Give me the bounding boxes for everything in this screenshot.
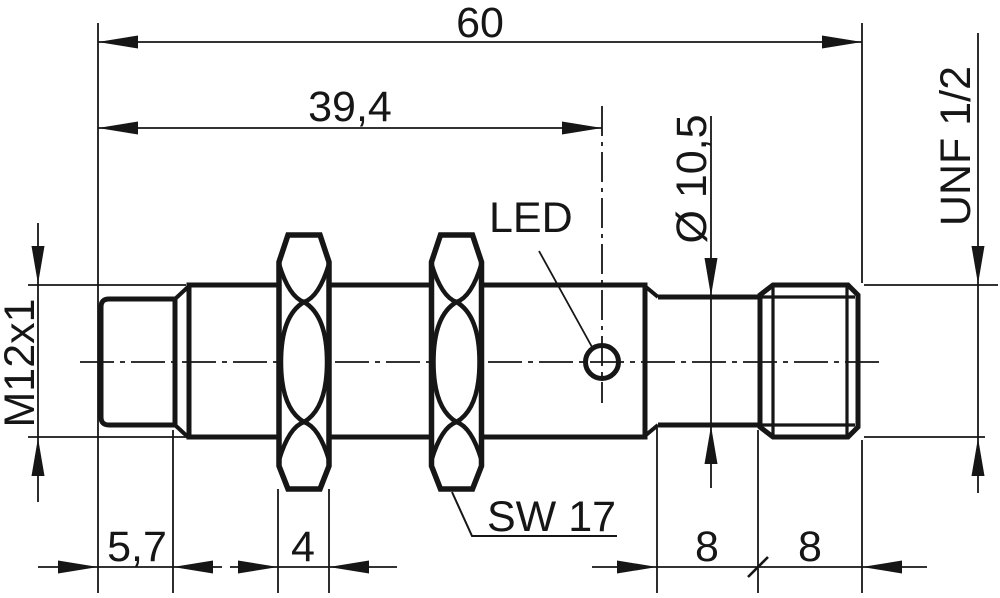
led-leader-line <box>538 250 593 348</box>
extension-lines <box>28 23 998 593</box>
dim-front-thread-length-value: 5,7 <box>107 523 167 571</box>
dim-neck-diameter-value: Ø 10,5 <box>668 114 716 243</box>
dim-rear-thread-value: UNF 1/2 <box>932 66 980 226</box>
dim-neck-length-value: 8 <box>695 523 719 571</box>
hex-nut-1 <box>276 232 332 492</box>
neck-chamfer-bottom <box>644 423 660 437</box>
dimension-arrowheads <box>31 35 985 574</box>
wrench-size-leader <box>451 491 617 537</box>
neck-section <box>658 294 855 428</box>
wrench-size-label: SW 17 <box>487 493 616 541</box>
dim-front-thread-value: M12x1 <box>0 298 44 427</box>
sensor-outline <box>98 282 861 440</box>
led-indicator-circle <box>583 343 621 381</box>
led-indicator <box>538 106 621 403</box>
led-label: LED <box>489 194 573 242</box>
dim-nut-thickness-value: 4 <box>291 523 315 571</box>
dim-overall-length-value: 60 <box>456 0 504 47</box>
rear-thread-section <box>757 282 861 440</box>
dim-length-to-led-value: 39,4 <box>308 83 392 131</box>
barrel-section <box>186 282 648 440</box>
dimension-tick-slash <box>747 556 769 578</box>
neck-chamfer-top <box>644 285 660 299</box>
dim-rear-thread-length-value: 8 <box>798 523 822 571</box>
dimension-lines <box>37 33 979 568</box>
hex-nut-2 <box>428 232 485 492</box>
